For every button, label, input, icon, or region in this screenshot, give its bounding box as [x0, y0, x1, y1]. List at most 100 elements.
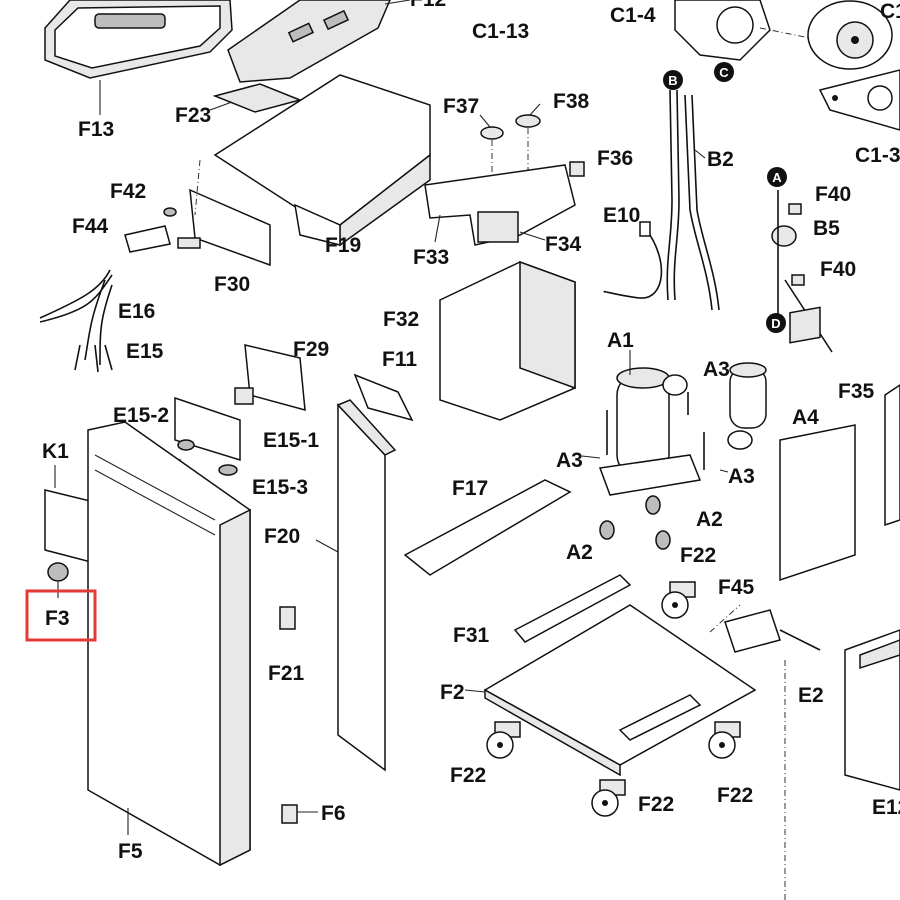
label-a3-b: A3 [556, 449, 583, 472]
part-f40-pad-2[interactable] [791, 274, 805, 286]
label-f11: F11 [382, 348, 417, 371]
label-c1-13: C1-13 [472, 20, 529, 43]
label-e15-3: E15-3 [252, 476, 308, 499]
label-f37: F37 [443, 95, 479, 118]
label-f30: F30 [214, 273, 250, 296]
part-f42-screw[interactable] [163, 207, 177, 217]
part-f22-caster[interactable] [661, 581, 696, 619]
part-e2-box[interactable] [844, 629, 900, 791]
part-f40-pad[interactable] [788, 203, 802, 215]
label-f40-a: F40 [815, 183, 851, 206]
label-e15: E15 [126, 340, 164, 363]
svg-text:C: C [719, 65, 729, 80]
label-f2: F2 [440, 681, 465, 704]
label-f5: F5 [118, 840, 143, 863]
part-f22-caster-4[interactable] [708, 721, 741, 759]
label-f13: F13 [78, 118, 114, 141]
part-f22-caster-3[interactable] [591, 779, 626, 817]
label-a4: A4 [792, 406, 819, 429]
part-a2-foot[interactable] [599, 520, 615, 540]
part-f12-plate[interactable] [227, 0, 391, 83]
part-f17-tray[interactable] [403, 479, 572, 576]
label-f22-b: F22 [450, 764, 486, 787]
label-c1-3: C1-3 [855, 144, 900, 167]
label-a1: A1 [607, 329, 634, 352]
part-a2-foot-3[interactable] [655, 530, 671, 550]
svg-text:B: B [668, 73, 677, 88]
label-f35: F35 [838, 380, 875, 403]
part-e10-sensor[interactable] [603, 221, 663, 299]
part-c1-4-blower[interactable] [674, 0, 771, 61]
label-f3[interactable]: F3 [45, 607, 70, 630]
part-f35-panel[interactable] [779, 306, 856, 582]
part-f21-clip[interactable] [279, 606, 296, 630]
label-f12: F12 [410, 0, 446, 11]
callout-b: B [663, 70, 683, 90]
label-a2-b: A2 [566, 541, 593, 564]
label-a2-a: A2 [696, 508, 723, 531]
label-f17: F17 [452, 477, 488, 500]
label-e10: E10 [603, 204, 640, 227]
svg-text:D: D [771, 316, 780, 331]
label-c1: C1 [880, 0, 900, 23]
part-e16-harness[interactable] [39, 269, 113, 373]
label-a3-a: A3 [703, 358, 730, 381]
part-f6-clip[interactable] [281, 804, 298, 824]
part-f11-bracket[interactable] [353, 373, 414, 422]
label-f44: F44 [72, 215, 109, 238]
part-c1-3-bracket[interactable] [818, 69, 900, 131]
label-f42: F42 [110, 180, 146, 203]
part-f23-gasket[interactable] [212, 83, 303, 113]
part-f3-knob[interactable] [47, 562, 69, 582]
part-f29-bracket[interactable] [244, 344, 306, 412]
label-f45: F45 [718, 576, 755, 599]
part-f45-sensor[interactable] [724, 609, 821, 653]
part-a2-foot-2[interactable] [645, 495, 661, 515]
label-f20: F20 [264, 525, 300, 548]
part-c1-motor[interactable] [807, 0, 893, 70]
callout-a: A [767, 167, 787, 187]
part-f32-shroud[interactable] [439, 260, 576, 421]
part-f19-cover[interactable] [213, 74, 431, 247]
part-a1-compressor[interactable] [598, 367, 702, 496]
label-e12: E12 [872, 796, 900, 819]
part-f30-board[interactable] [177, 188, 271, 267]
part-f34-bracket[interactable] [424, 164, 576, 246]
part-e15-knob-2[interactable] [177, 439, 195, 451]
f3-highlight-box [25, 589, 97, 642]
part-f38-grommet[interactable] [515, 114, 541, 128]
part-f5-front-panel[interactable] [87, 421, 251, 867]
part-e15-3-knob[interactable] [218, 464, 238, 476]
label-b5: B5 [813, 217, 840, 240]
label-f32: F32 [383, 308, 419, 331]
part-f20-frame[interactable] [336, 399, 397, 772]
label-e15-1: E15-1 [263, 429, 319, 452]
label-b2: B2 [707, 148, 734, 171]
label-f38: F38 [553, 90, 590, 113]
label-k1: K1 [42, 440, 69, 463]
part-f31-rail[interactable] [513, 574, 632, 643]
part-b2-pipes[interactable] [666, 89, 720, 311]
part-f37-grommet[interactable] [480, 126, 504, 140]
part-f36-clip[interactable] [569, 161, 585, 177]
label-f36: F36 [597, 147, 633, 170]
label-f21: F21 [268, 662, 305, 685]
part-f2-base[interactable] [483, 604, 757, 777]
part-f22-caster-2[interactable] [486, 721, 521, 759]
label-f40-b: F40 [820, 258, 856, 281]
label-f34: F34 [545, 233, 582, 256]
label-e15-2: E15-2 [113, 404, 169, 427]
callout-c: C [714, 62, 734, 82]
label-e16: E16 [118, 300, 155, 323]
label-f33: F33 [413, 246, 449, 269]
label-f31: F31 [453, 624, 490, 647]
label-f23: F23 [175, 104, 211, 127]
label-f19: F19 [325, 234, 361, 257]
part-f44-plate[interactable] [124, 225, 171, 253]
label-f22-d: F22 [717, 784, 753, 807]
callout-d: D [766, 313, 786, 333]
label-f29: F29 [293, 338, 329, 361]
part-a4-accumulator[interactable] [727, 362, 767, 450]
part-f13-lid[interactable] [44, 0, 233, 79]
